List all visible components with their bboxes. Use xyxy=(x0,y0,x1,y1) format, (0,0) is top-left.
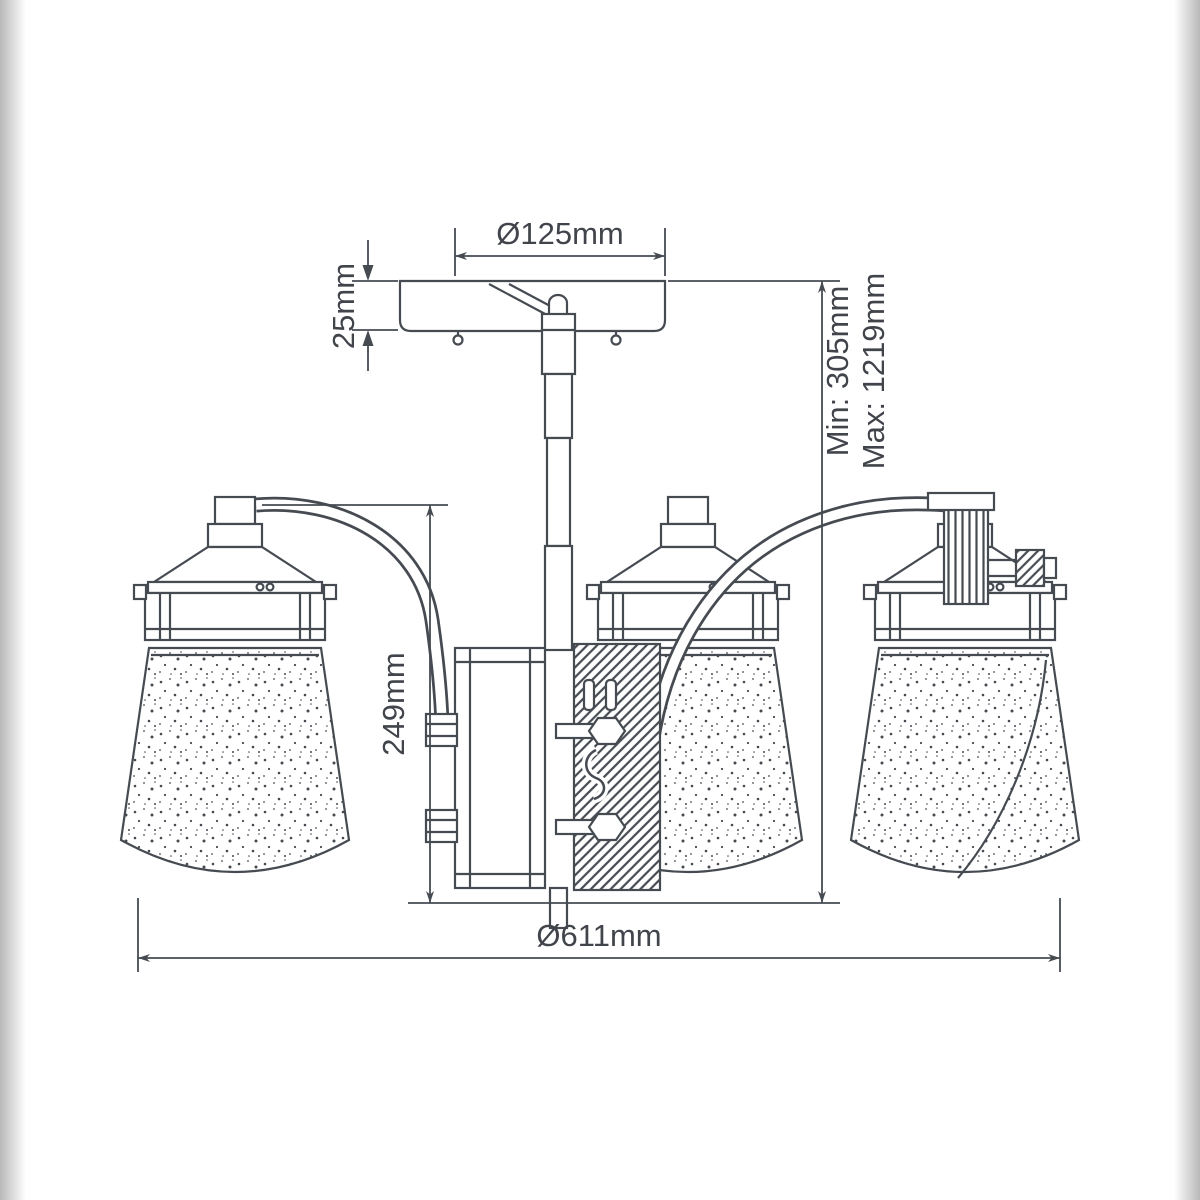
arm-right xyxy=(644,496,963,746)
dimension-overall-diameter: Ø611mm xyxy=(137,898,1061,972)
ceiling-canopy xyxy=(398,279,667,376)
hang-loop xyxy=(547,293,569,318)
mounting-strap xyxy=(488,283,548,316)
left-edge-band xyxy=(0,0,26,1200)
dimension-canopy-height: 25mm xyxy=(326,240,398,371)
side-bolt xyxy=(1014,548,1046,588)
right-edge-band xyxy=(1174,0,1200,1200)
bolt-hex-nut xyxy=(587,716,627,746)
right-lantern-fittings xyxy=(926,491,1058,879)
label-drop-min: Min: 305mm xyxy=(820,286,855,457)
plate-slot xyxy=(604,678,618,712)
hub-body xyxy=(453,646,569,930)
label-lantern-height: 249mm xyxy=(376,652,411,755)
side-bolt-cap xyxy=(1042,556,1058,580)
hub-bottom-stub xyxy=(548,886,569,930)
wire-hook xyxy=(585,748,606,801)
bolt-hex-nut xyxy=(587,812,627,842)
dimension-lantern-height: 249mm xyxy=(262,504,840,904)
hub-back-plate xyxy=(554,642,662,892)
lantern-left xyxy=(119,495,351,874)
socket-column xyxy=(942,506,990,606)
label-drop-max: Max: 1219mm xyxy=(856,273,891,469)
label-canopy-height: 25mm xyxy=(326,263,361,349)
dimension-canopy-diameter: Ø125mm xyxy=(454,216,666,276)
stem-rods xyxy=(543,372,574,652)
plate-slot xyxy=(582,678,596,712)
label-canopy-diameter: Ø125mm xyxy=(496,216,623,251)
canopy-hub xyxy=(540,312,577,376)
arm-bracket xyxy=(926,491,996,512)
canopy-screw xyxy=(452,334,464,346)
canopy-screw xyxy=(610,334,622,346)
dimension-drop-height: Min: 305mm Max: 1219mm xyxy=(668,273,891,903)
glass-seam xyxy=(957,659,1048,879)
label-overall-diameter: Ø611mm xyxy=(536,918,661,953)
